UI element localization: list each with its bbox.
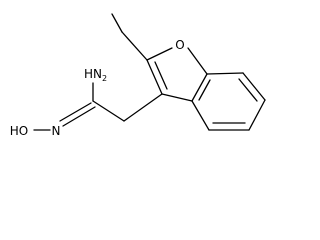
bond-c7a-c7 xyxy=(206,72,244,75)
oxime-nitrogen-label: N xyxy=(52,124,61,138)
hydroxyl-label: HO xyxy=(10,124,28,138)
ring-oxygen-label: O xyxy=(175,38,184,52)
bond-c7-c6-double xyxy=(238,78,258,102)
chemical-structure-diagram: O HN2 N HO xyxy=(10,13,266,138)
bond-c3-ch2 xyxy=(123,93,163,122)
bond-o1-c7a xyxy=(187,47,208,75)
bond-ethyl-ch3 xyxy=(111,13,123,33)
bond-c-n-double-a xyxy=(59,102,92,122)
bond-c3-c3a xyxy=(161,93,193,102)
amine-nitrogen-label: H xyxy=(84,67,93,81)
amine-hydrogen-label: N xyxy=(93,67,102,81)
amine-subscript-label: 2 xyxy=(102,74,107,83)
bond-c4-c3a xyxy=(191,100,210,131)
bond-c2-c3 xyxy=(146,59,163,95)
bond-ch2-amidine-c xyxy=(92,100,125,122)
bond-c7-c6 xyxy=(242,72,266,101)
bond-c3a-c7a-double xyxy=(198,79,211,101)
bond-ethyl-ch2 xyxy=(121,31,148,61)
amine-group-label: HN2 xyxy=(84,67,107,83)
bond-c7a-c3a xyxy=(191,73,208,102)
bond-c2-c3-double xyxy=(154,61,168,90)
bond-c6-c5 xyxy=(248,99,266,131)
bond-c2-o1 xyxy=(146,47,173,61)
bond-c-n-double-b xyxy=(62,106,96,127)
